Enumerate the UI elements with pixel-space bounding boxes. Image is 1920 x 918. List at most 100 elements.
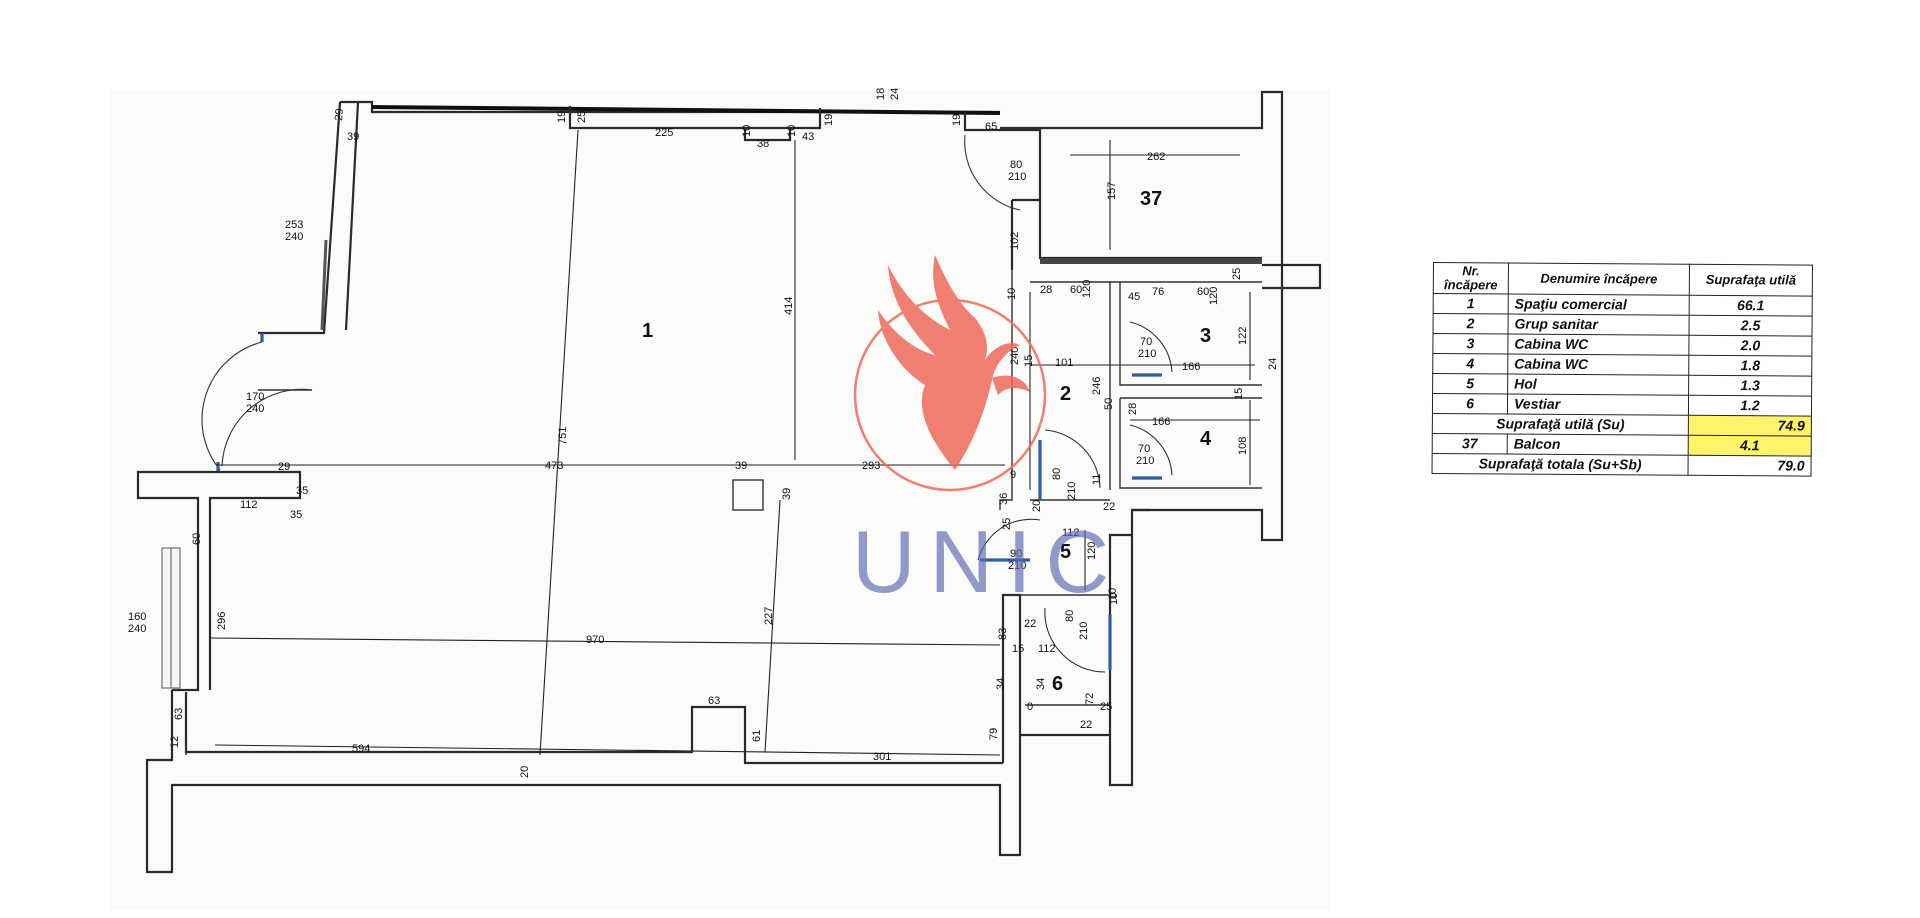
left-lower-wall-outer [136, 470, 216, 692]
dim-line-bottom [214, 744, 1001, 756]
left-upper-wall [258, 101, 342, 335]
dim-label: 79 [988, 728, 1000, 740]
dim-label: 970 [586, 634, 604, 646]
phoenix-icon [878, 255, 1030, 470]
table-row: 4 Cabina WC 1.8 [1432, 353, 1812, 377]
room-name: Cabina WC [1507, 334, 1689, 356]
dim-label: 60 [1070, 284, 1082, 296]
dim-label: 122 [1237, 327, 1249, 345]
dim-label: 594 [352, 743, 370, 755]
room-nr: 5 [1432, 373, 1508, 395]
room-area: 2.0 [1688, 335, 1812, 357]
dim-label: 63 [708, 695, 720, 707]
dim-label: 210 [1066, 482, 1078, 500]
dim-label: 90 [1010, 548, 1022, 560]
dim-label: 72 [1084, 693, 1096, 705]
dim-label: 25 [1100, 701, 1112, 713]
dim-line-227 [764, 499, 781, 753]
dim-label: 296 [216, 612, 228, 630]
room-area: 1.8 [1688, 355, 1812, 377]
dim-label: 12 [169, 736, 181, 748]
dim-label: 246 [1091, 377, 1103, 395]
dim-label: 301 [873, 751, 891, 763]
dim-label: 35 [296, 485, 308, 497]
dim-label: 76 [1152, 286, 1164, 298]
dim-label: 29 [278, 461, 290, 473]
dim-label: 39 [347, 131, 359, 143]
dim-line-751 [539, 129, 579, 756]
dim-label: 102 [1009, 232, 1021, 250]
wc4-door-arc [1129, 424, 1173, 476]
dim-label: 101 [1055, 357, 1073, 369]
dim-label: 70 [1138, 443, 1150, 455]
dim-label: 39 [735, 460, 747, 472]
dim-label: 20 [519, 766, 531, 778]
room-number-2: 2 [1060, 383, 1071, 405]
area-table: Nr. încăpere Denumire încăpere Suprafaţa… [1432, 262, 1813, 477]
dim-label: 35 [290, 509, 302, 521]
dim-label: 473 [545, 460, 563, 472]
sanitary-walls [732, 270, 1262, 706]
dim-label: 25 [576, 111, 588, 123]
dim-label: 22 [1080, 719, 1092, 731]
column [732, 479, 764, 511]
dim-label: 19 [823, 114, 835, 126]
dim-label: 70 [1140, 336, 1152, 348]
room-area: 2.5 [1688, 315, 1813, 337]
room-area: 1.2 [1688, 395, 1812, 417]
room-number-3: 3 [1200, 325, 1211, 347]
wc3-door-arc [1129, 321, 1173, 373]
entrance-door-arc-top [201, 341, 263, 471]
dim-label: 227 [763, 607, 775, 625]
dim-label: 112 [1038, 643, 1056, 655]
dim-label: 210 [1078, 622, 1090, 640]
right-wall-stub [1262, 263, 1322, 290]
dim-label: 63 [173, 708, 185, 720]
dim-label: 36 [998, 493, 1010, 505]
dim-label: 22 [1024, 618, 1036, 630]
room-nr: 6 [1432, 393, 1508, 415]
room-nr: 2 [1433, 313, 1509, 335]
room-number-37: 37 [1140, 188, 1162, 210]
dim-label: 19 [556, 111, 568, 123]
total-area-label: Suprafaţă totala (Su+Sb) [1432, 453, 1689, 476]
table-row: 1 Spaţiu comercial 66.1 [1433, 293, 1813, 317]
room-number-4: 4 [1200, 428, 1212, 450]
dim-label: 22 [1103, 501, 1115, 513]
dim-label: 240 [246, 403, 264, 415]
dim-label: 253 [285, 219, 303, 231]
dim-label: 120 [1086, 542, 1098, 560]
dim-label: 240 [128, 623, 146, 635]
dim-label: 160 [128, 611, 146, 623]
dim-label: 45 [1128, 291, 1140, 303]
dim-label: 25 [1001, 518, 1013, 530]
room-name: Hol [1507, 374, 1689, 396]
dim-line-970 [209, 637, 1001, 646]
dim-label: 0 [1027, 701, 1033, 713]
dim-label: 15 [1012, 643, 1024, 655]
room-name: Cabina WC [1507, 354, 1689, 376]
room-area: 66.1 [1689, 295, 1813, 317]
room-name: Vestiar [1507, 394, 1689, 416]
dim-label: 225 [655, 127, 673, 139]
header-name: Denumire încăpere [1508, 263, 1690, 296]
dim-label: 210 [1138, 348, 1156, 360]
dim-label: 170 [246, 391, 264, 403]
dim-label: 20 [1031, 500, 1043, 512]
wc4-wall [1119, 398, 1262, 489]
dimension-lines [209, 129, 1260, 756]
dim-label: 15 [1233, 388, 1245, 400]
balcony-door-arc [964, 134, 1021, 211]
hol-door-arc [977, 518, 1041, 561]
total-area-value: 79.0 [1688, 455, 1812, 477]
dim-label: 751 [557, 427, 569, 445]
left-upper-wall-inner [344, 101, 360, 331]
dim-label: 210 [1008, 560, 1026, 572]
balcony-row: 37 Balcon 4.1 [1432, 433, 1812, 457]
dim-label: 43 [802, 131, 814, 143]
dim-label: 262 [1147, 151, 1165, 163]
room-number-5: 5 [1060, 541, 1071, 563]
dim-label: 9 [1010, 469, 1016, 481]
